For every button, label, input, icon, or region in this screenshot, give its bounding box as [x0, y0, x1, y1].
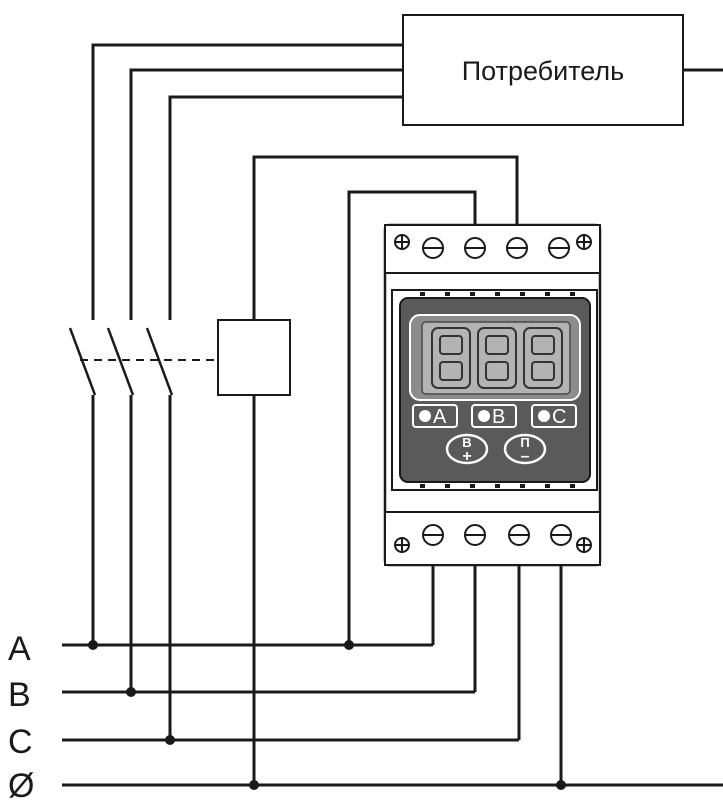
- indicator-b-label: B: [492, 406, 505, 428]
- indicator-a-label: A: [433, 406, 447, 428]
- wire-consumer-b: [129, 68, 403, 320]
- switch-contact-b: [106, 327, 135, 396]
- wire-relay-a-top: [347, 190, 477, 645]
- prog-button-label-bottom: –: [521, 448, 530, 465]
- led-icon: [478, 410, 490, 422]
- voltage-relay-device: A B C В + П –: [383, 223, 602, 567]
- consumer-block: Потребитель: [402, 14, 723, 126]
- junction-dot: [126, 687, 136, 697]
- up-button-label-bottom: +: [462, 448, 471, 465]
- bottom-terminals: [394, 524, 592, 553]
- led-icon: [419, 410, 431, 422]
- switch-contact-c: [145, 327, 174, 396]
- phase-buses: [62, 643, 723, 787]
- phase-label-c: C: [8, 723, 33, 761]
- indicator-c: C: [531, 404, 577, 428]
- switch-contact-a: [68, 327, 97, 396]
- wire-coil-top: [252, 155, 519, 320]
- up-button[interactable]: В +: [445, 433, 489, 465]
- junctions: [88, 640, 566, 790]
- led-icon: [538, 410, 550, 422]
- wire-consumer-a: [91, 43, 403, 320]
- junction-dot: [88, 640, 98, 650]
- display-digits: [431, 327, 563, 389]
- phase-label-a: A: [8, 630, 31, 668]
- phase-label-b: B: [8, 676, 31, 714]
- top-terminals: [394, 234, 592, 259]
- junction-dot: [249, 780, 259, 790]
- relay-wires: [252, 155, 563, 785]
- contactor-switches: [68, 327, 174, 396]
- up-button-label-top: В: [462, 435, 471, 450]
- prog-button-label-top: П: [520, 435, 529, 450]
- indicator-c-label: C: [552, 406, 566, 428]
- phase-indicators: A B C: [412, 404, 577, 428]
- indicator-a: A: [412, 404, 458, 428]
- vent-ticks: [420, 292, 575, 488]
- indicator-b: B: [471, 404, 517, 428]
- prog-button[interactable]: П –: [503, 433, 547, 465]
- junction-dot: [165, 735, 175, 745]
- wire-consumer-c: [168, 95, 403, 320]
- phase-label-neutral: Ø: [8, 767, 34, 801]
- contactor-coil: [217, 319, 291, 396]
- consumer-label: Потребитель: [462, 56, 624, 86]
- contactor-wires: [91, 43, 403, 740]
- junction-dot: [556, 780, 566, 790]
- junction-dot: [344, 640, 354, 650]
